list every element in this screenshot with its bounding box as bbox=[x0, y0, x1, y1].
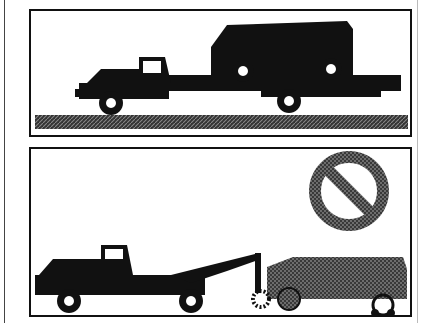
ground-strip bbox=[35, 115, 408, 129]
page-edge-left bbox=[4, 0, 5, 323]
prohibition-icon bbox=[315, 157, 383, 225]
dolly-tow-scene bbox=[31, 149, 414, 319]
panel-dolly-tow-prohibited bbox=[29, 147, 412, 317]
towed-vehicle bbox=[267, 257, 407, 317]
panel-flatbed-transport bbox=[29, 9, 412, 137]
tow-truck bbox=[35, 245, 261, 295]
flatbed-scene bbox=[31, 11, 414, 139]
gear-icon bbox=[253, 291, 269, 307]
page-edge-right bbox=[417, 0, 418, 323]
